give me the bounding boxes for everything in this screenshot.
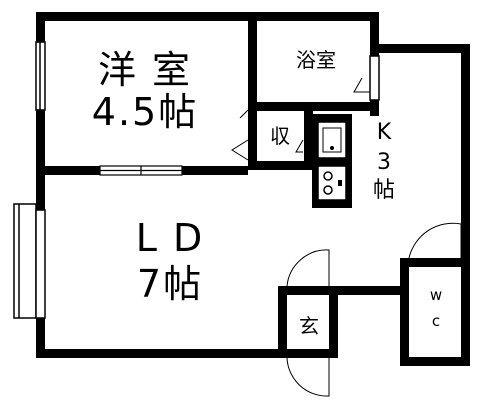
sink-basin: [322, 127, 342, 153]
window-ld-frame: [35, 209, 46, 319]
wall-left-lower-b: [36, 318, 45, 358]
wc-label-w: w: [429, 286, 443, 304]
wall-bedroom-east: [248, 12, 257, 110]
stove: [317, 165, 347, 201]
wall-entrance-bottom: [278, 349, 338, 358]
door-entrance-top: [286, 249, 330, 287]
wc-label-c: c: [431, 312, 441, 330]
door-wc: [408, 222, 462, 259]
wall-storage-right: [304, 102, 313, 170]
kitchen-fixtures: [317, 121, 347, 201]
door-entrance-bottom: [286, 357, 330, 397]
wall-bath-bottom: [248, 102, 379, 111]
wall-storage-bottom: [248, 161, 312, 170]
kitchen-size-number: 3: [377, 150, 391, 175]
door-bath: [353, 77, 370, 93]
wall-right: [461, 44, 470, 366]
wall-top: [36, 12, 378, 21]
storage-label: 収: [270, 124, 290, 148]
entrance-label: 玄: [299, 314, 319, 338]
western-room-size: 4.5帖: [91, 90, 199, 134]
burner-2: [323, 185, 333, 195]
window-ld: [13, 203, 37, 319]
burner-1: [323, 171, 333, 181]
wall-left-lower-a: [36, 196, 45, 216]
wall-bottom: [36, 349, 286, 358]
ld-room-size: 7帖: [136, 262, 204, 306]
western-room-name: 洋 室: [97, 48, 193, 92]
wall-entrance-top: [278, 286, 338, 295]
wall-storage-left: [248, 102, 257, 170]
sliding-door-bedroom: [99, 165, 183, 176]
wall-left-upper: [36, 12, 45, 42]
door-bedroom: [231, 139, 249, 161]
wall-entrance-ld: [338, 286, 402, 295]
door-swings: [231, 77, 462, 397]
door-bedroom-swing: [239, 109, 249, 119]
wall-top-east: [370, 44, 470, 53]
bath-label: 浴室: [296, 48, 336, 72]
door-storage: [295, 139, 304, 153]
stove-knob: [338, 180, 342, 186]
sink-drain: [330, 146, 334, 150]
kitchen-size-unit: 帖: [372, 178, 395, 203]
ld-room-name: L D: [135, 216, 205, 260]
wall-wc-top: [400, 258, 470, 267]
wall-wc-left: [400, 258, 409, 366]
wall-wc-bottom: [400, 357, 470, 366]
wall-left-mid: [36, 110, 45, 210]
wall-entrance-right: [329, 286, 338, 358]
window-bath: [369, 55, 380, 101]
kitchen-label: K: [376, 120, 392, 145]
wall-entrance-left: [278, 286, 287, 358]
windows: [13, 41, 380, 319]
